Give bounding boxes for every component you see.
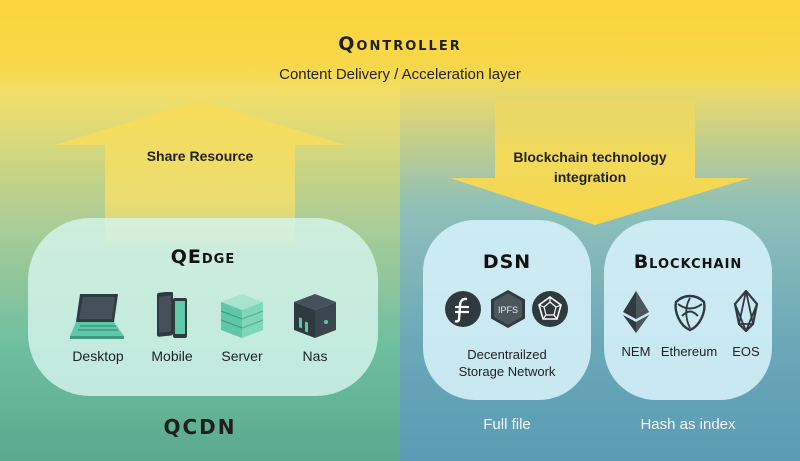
laptop-icon — [70, 294, 124, 339]
blockchain-label-nem: NEM — [621, 344, 651, 359]
blockchain-integration-line1: Blockchain technology — [513, 149, 667, 165]
device-mobile-label: Mobile — [151, 348, 193, 364]
blockchain-title: Blockchain — [633, 251, 743, 273]
server-icon — [220, 294, 264, 338]
ipfs-icon: IPFS — [491, 290, 525, 328]
device-server-label: Server — [221, 348, 263, 364]
mobile-icon — [157, 292, 187, 338]
qedge-title: QEdge — [170, 246, 236, 268]
blockchain-label-eos: EOS — [732, 344, 760, 359]
device-desktop-label: Desktop — [72, 348, 124, 364]
dsn-description: Decentrailzed Storage Network — [423, 346, 591, 380]
share-resource-label: Share Resource — [146, 148, 254, 164]
blockchain-label-ethereum: Ethereum — [660, 344, 718, 359]
storj-icon — [532, 291, 568, 327]
nas-icon — [294, 294, 336, 338]
dsn-description-line2: Storage Network — [458, 364, 556, 379]
device-desktop: Desktop — [63, 292, 133, 364]
device-nas-label: Nas — [302, 348, 328, 364]
qcdn-label: QCDN — [163, 415, 237, 439]
dsn-description-line1: Decentrailzed — [467, 347, 547, 362]
nem-eth-diamond-icon — [623, 291, 649, 333]
top-glow — [0, 0, 800, 95]
dsn-title: DSN — [482, 251, 532, 273]
share-resource-up-arrow — [55, 100, 345, 245]
eos-icon — [733, 290, 759, 332]
diagram-subtitle: Content Delivery / Acceleration layer — [279, 66, 521, 83]
diagram-title: Qontroller — [338, 33, 462, 55]
device-server: Server — [207, 292, 277, 364]
ipfs-text: IPFS — [498, 305, 518, 315]
blockchain-integration-line2: integration — [553, 169, 627, 185]
blockchain-integration-down-arrow — [450, 100, 750, 225]
blockchain-footer: Hash as index — [640, 416, 736, 433]
device-mobile: Mobile — [137, 292, 207, 364]
ethereum-knot-icon — [674, 294, 706, 332]
blockchain-integration-label: Blockchain technology integration — [480, 147, 700, 187]
filecoin-icon — [445, 291, 481, 327]
device-nas: Nas — [280, 292, 350, 364]
dsn-footer: Full file — [483, 416, 531, 433]
